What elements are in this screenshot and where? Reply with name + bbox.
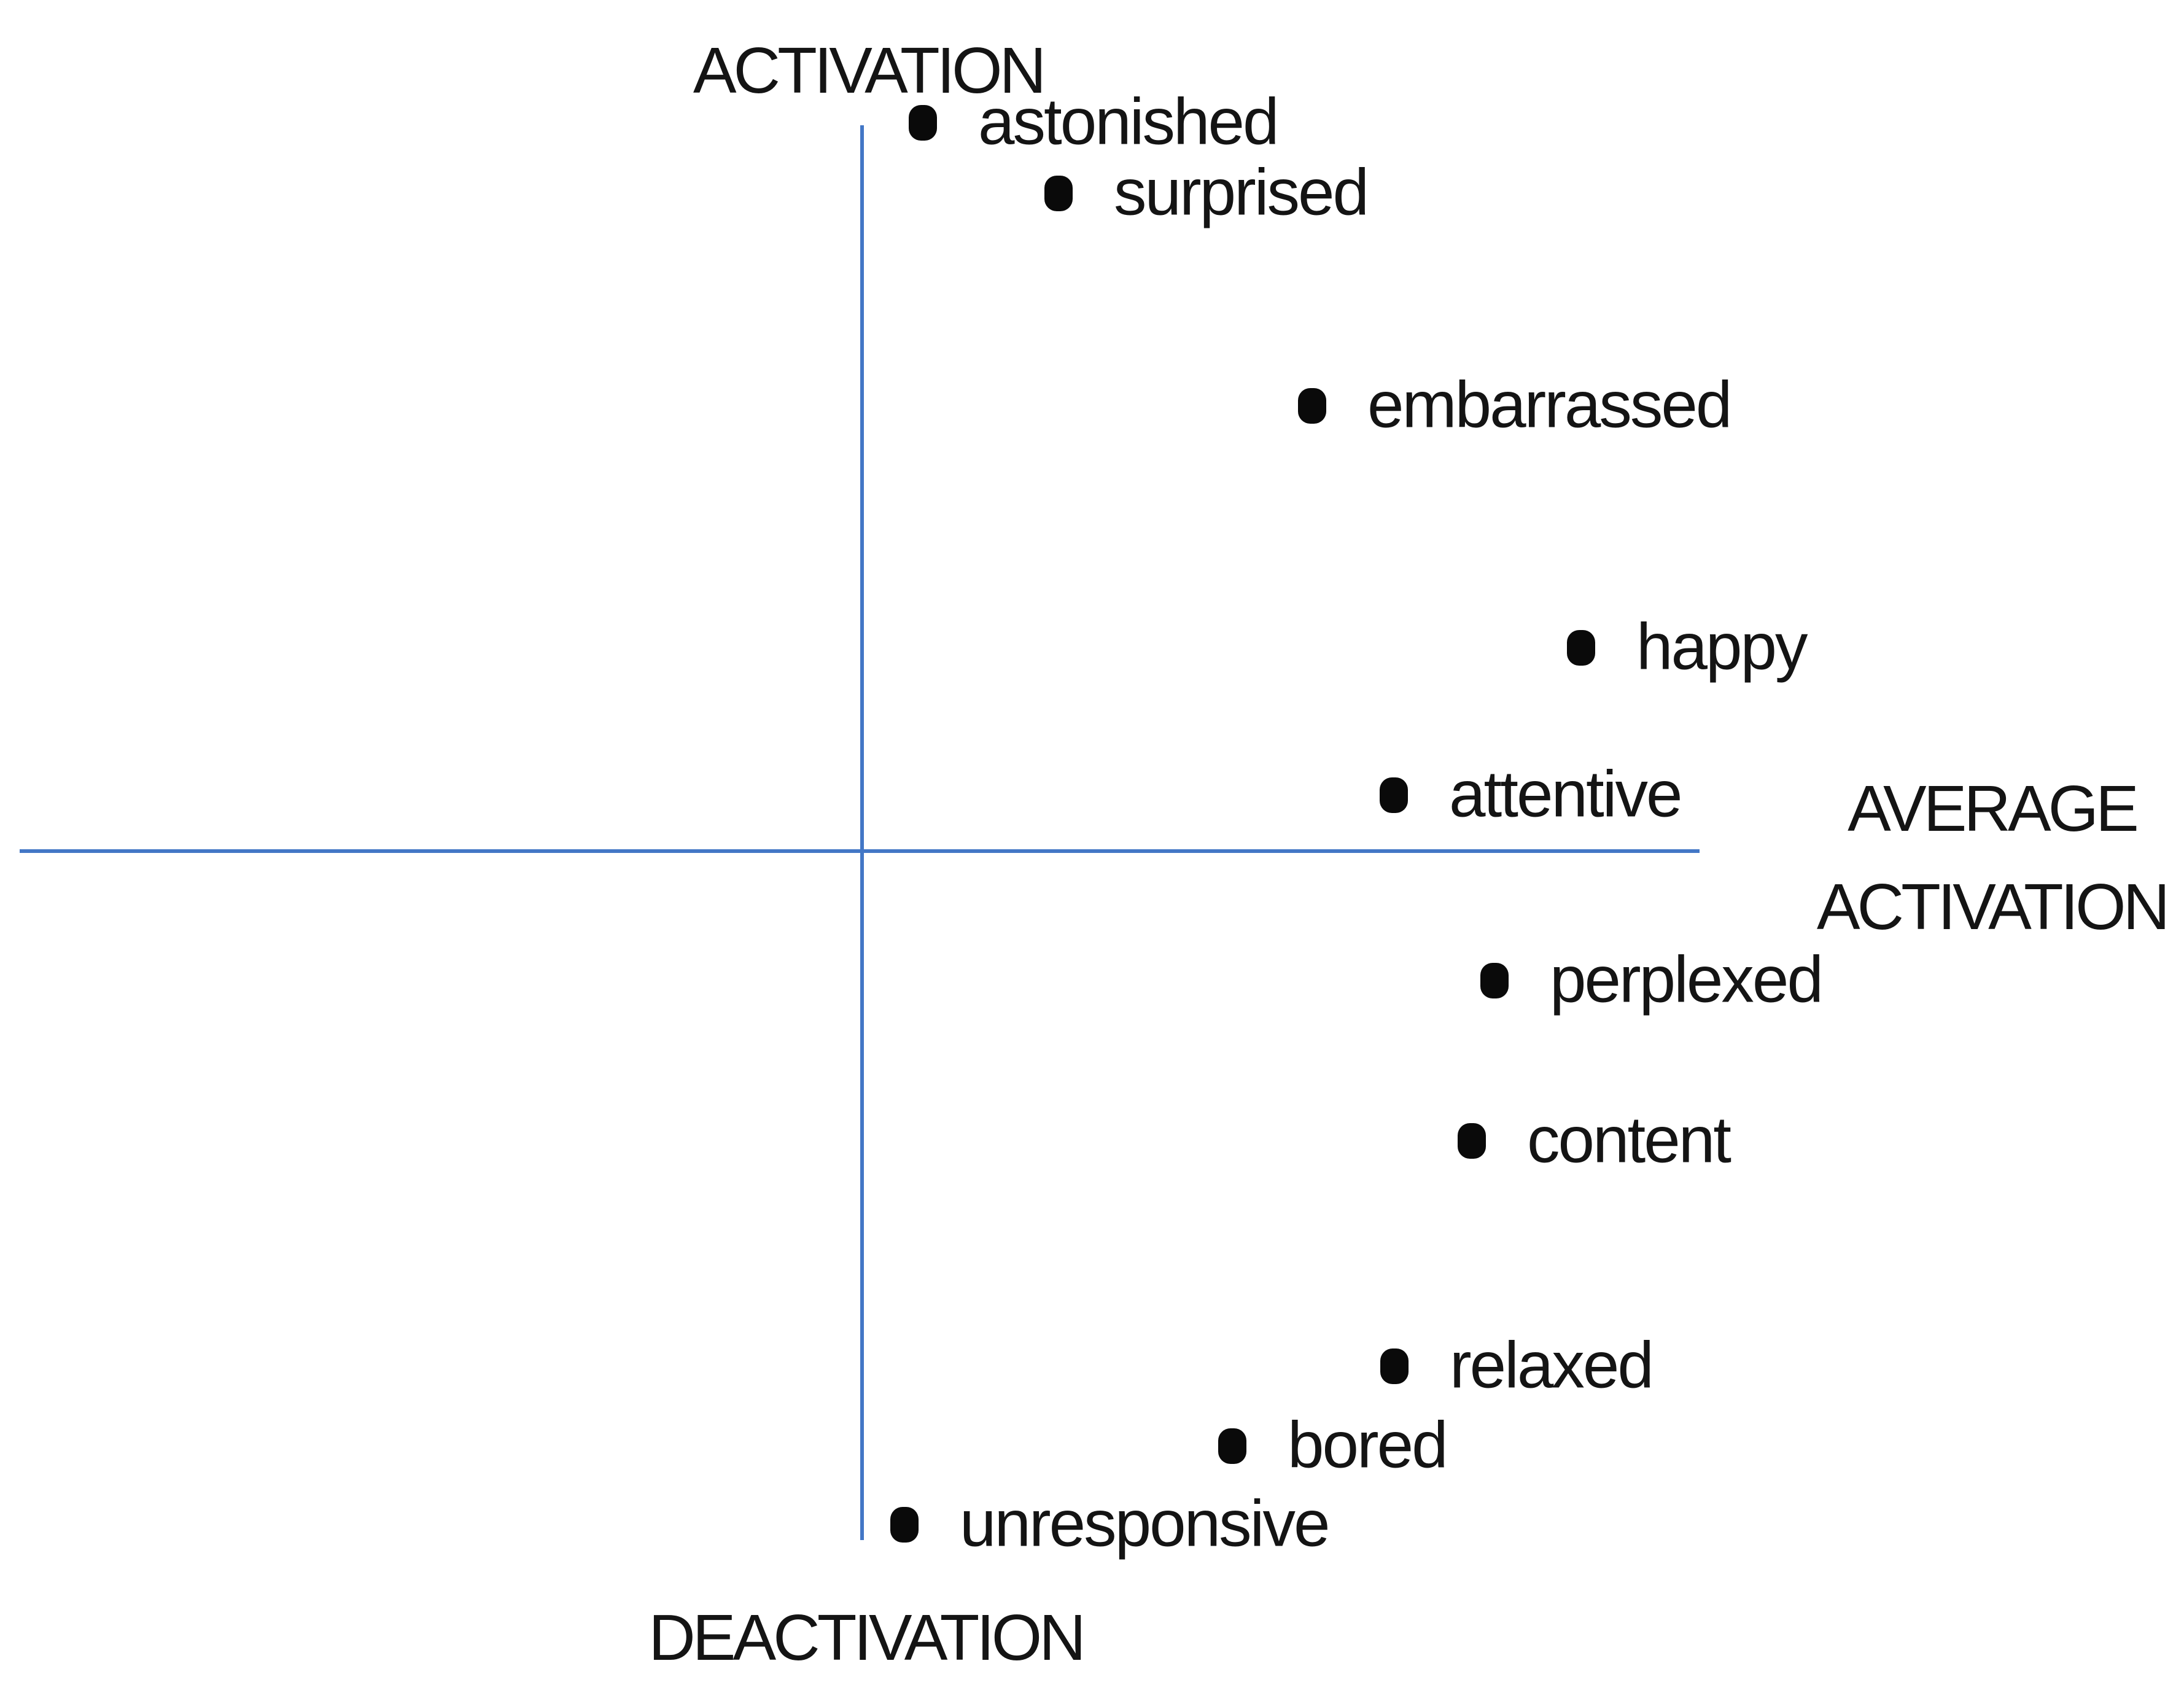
data-point-marker-content [1458,1123,1486,1159]
data-point-label-surprised: surprised [1114,155,1369,229]
data-point-label-bored: bored [1288,1407,1448,1482]
data-point-label-happy: happy [1636,609,1808,683]
data-point-label-relaxed: relaxed [1450,1328,1654,1402]
x-axis-label-line1: AVERAGE [1848,772,2139,845]
data-point-marker-relaxed [1380,1348,1409,1384]
y-axis-top-label: ACTIVATION [693,34,1046,107]
x-axis-label: AVERAGE ACTIVATION [1816,760,2170,956]
data-point-label-perplexed: perplexed [1550,942,1824,1016]
data-point-marker-attentive [1380,777,1408,813]
x-axis-line [20,849,1700,853]
data-point-marker-perplexed [1480,963,1509,998]
data-point-marker-astonished [909,105,937,141]
data-point-marker-unresponsive [890,1507,919,1543]
x-axis-label-line2: ACTIVATION [1816,871,2170,943]
data-point-label-attentive: attentive [1449,757,1682,831]
data-point-label-unresponsive: unresponsive [960,1486,1330,1560]
y-axis-line [860,125,864,1540]
y-axis-bottom-label: DEACTIVATION [648,1601,1086,1674]
data-point-marker-embarrassed [1298,388,1326,424]
data-point-marker-surprised [1044,176,1073,211]
data-point-marker-bored [1218,1428,1246,1464]
data-point-label-embarrassed: embarrassed [1367,367,1732,442]
data-point-marker-happy [1567,630,1595,666]
data-point-label-astonished: astonished [978,84,1280,158]
data-point-label-content: content [1527,1102,1731,1177]
